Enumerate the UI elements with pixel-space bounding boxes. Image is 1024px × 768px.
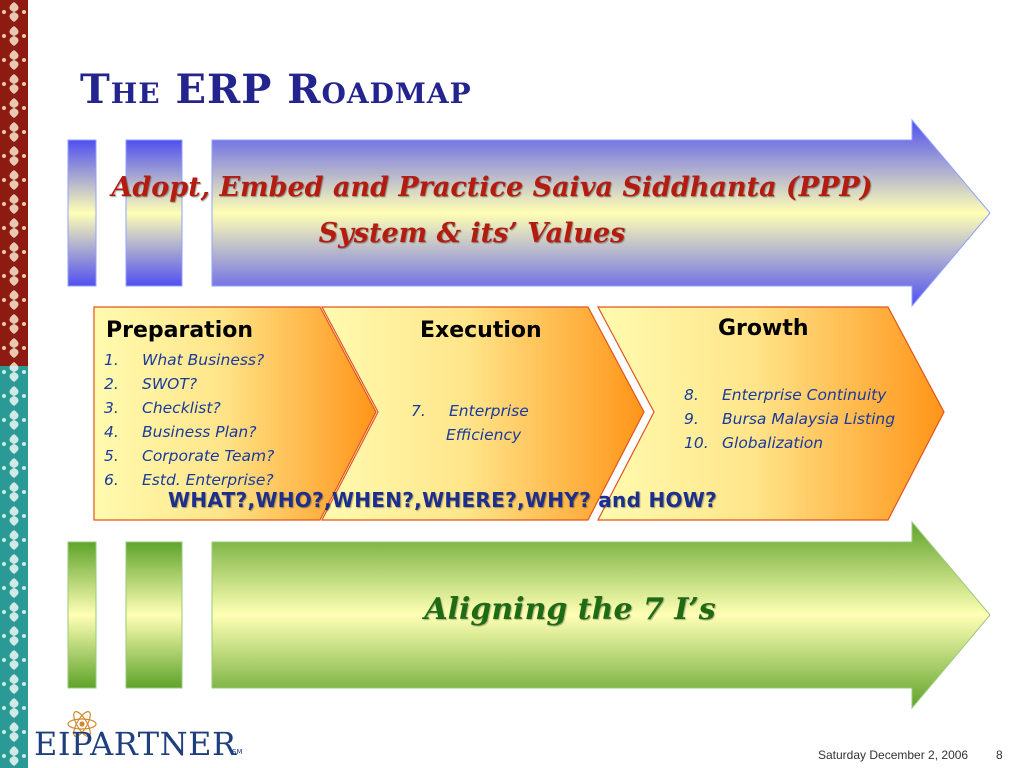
item-number: 6. [104,471,119,489]
item-text: Bursa Malaysia Listing [722,410,896,428]
top-arrow [67,118,991,308]
list-item: 4. Business Plan? [104,420,274,444]
list-item: 3. Checklist? [104,396,274,420]
item-text: Enterprise Continuity [722,386,887,404]
item-text: What Business? [142,351,265,369]
item-number: 4. [104,423,119,441]
footer-date: Saturday December 2, 2006 [818,748,969,762]
list-item: 9. Bursa Malaysia Listing [684,407,895,431]
item-text-line1: Enterprise [449,402,529,420]
service-mark: SM [232,748,243,756]
list-item: 6. Estd. Enterprise? [104,468,274,492]
item-text-line2: Efficiency [446,426,522,444]
growth-heading: Growth [718,316,809,341]
slide-title: The ERP Roadmap [80,66,472,113]
decorative-border [0,0,28,768]
stage-chevrons [93,306,945,521]
execution-heading: Execution [420,318,542,343]
item-number: 10. [684,434,709,452]
item-text: Corporate Team? [142,447,275,465]
bottom-band-text: Aligning the 7 I’s [424,592,716,627]
list-item: 5. Corporate Team? [104,444,274,468]
atom-logo-icon [67,711,97,737]
company-logo-text: EIPARTNER [34,725,237,763]
list-item: 8. Enterprise Continuity [684,383,895,407]
item-number: 9. [684,410,699,428]
preparation-heading: Preparation [106,318,254,343]
bottom-arrow [67,520,991,710]
top-band-line2: System & its’ Values [318,218,626,249]
item-text: Globalization [722,434,824,452]
questions-banner: WHAT?,WHO?,WHEN?,WHERE?,WHY? and HOW? [168,488,718,512]
top-band-line1: Adopt, Embed and Practice Saiva Siddhant… [111,172,873,203]
item-text: SWOT? [142,375,198,393]
item-number: 8. [684,386,699,404]
item-number: 1. [104,351,119,369]
execution-item: 7. Enterprise Efficiency [411,399,529,447]
preparation-list: 1. What Business? 2. SWOT? 3. Checklist? 4.… [104,348,274,492]
list-item: 10. Globalization [684,431,895,455]
item-text: Estd. Enterprise? [142,471,274,489]
item-number: 2. [104,375,119,393]
page-number: 8 [996,748,1003,762]
item-number: 5. [104,447,119,465]
item-text: Checklist? [142,399,221,417]
list-item: 2. SWOT? [104,372,274,396]
list-item: 1. What Business? [104,348,274,372]
growth-list: 8. Enterprise Continuity 9. Bursa Malaysia… [684,383,895,455]
item-number: 7. [411,402,426,420]
item-number: 3. [104,399,119,417]
item-text: Business Plan? [142,423,257,441]
